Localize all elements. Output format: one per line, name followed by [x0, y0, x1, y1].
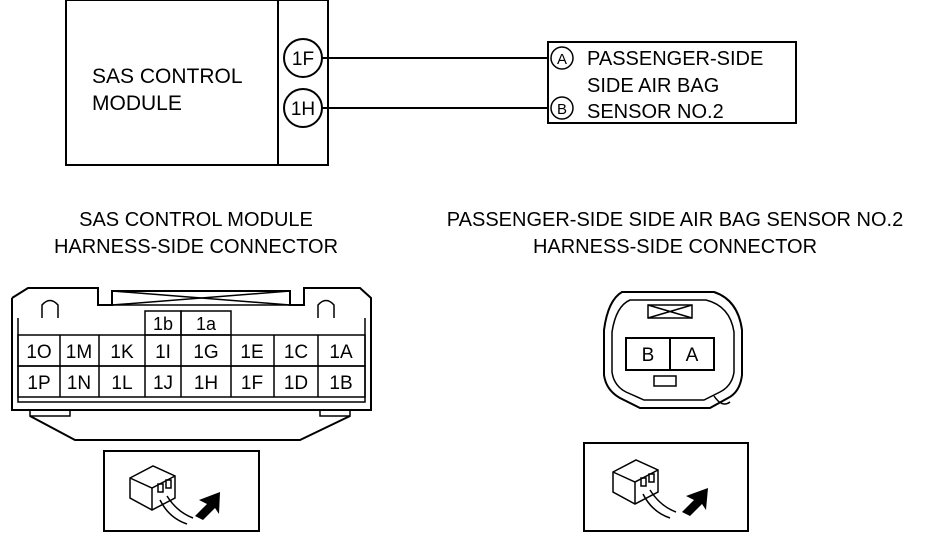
- module-cell-1j: 1J: [153, 373, 173, 394]
- module-label-line2: MODULE: [92, 92, 182, 115]
- module-pin-1f: 1F: [283, 38, 323, 78]
- module-cell-1e: 1E: [240, 342, 263, 363]
- sensor-label-line3: SENSOR NO.2: [587, 101, 724, 123]
- module-cell-1p: 1P: [27, 373, 50, 394]
- svg-text:A: A: [557, 51, 567, 68]
- sensor-connector-title-line2: HARNESS-SIDE CONNECTOR: [533, 236, 817, 258]
- module-cell-1d: 1D: [284, 373, 308, 394]
- sensor-block: A B PASSENGER-SIDE SIDE AIR BAG SENSOR N…: [547, 41, 797, 124]
- svg-text:1F: 1F: [292, 49, 314, 70]
- module-cell-1a-main: 1A: [329, 342, 353, 363]
- sensor-cell-a: A: [686, 345, 699, 366]
- module-connector-title-line1: SAS CONTROL MODULE: [79, 209, 313, 231]
- module-cell-1o: 1O: [26, 342, 51, 363]
- module-cell-1b-main: 1B: [329, 373, 352, 394]
- module-cell-1f: 1F: [241, 373, 263, 394]
- module-connector-title-line2: HARNESS-SIDE CONNECTOR: [54, 236, 338, 258]
- sensor-harness-connector: B A: [603, 291, 743, 409]
- backprobe-icon: [583, 442, 749, 532]
- svg-text:B: B: [557, 101, 567, 118]
- module-cell-1i: 1I: [155, 342, 171, 363]
- module-cell-1l: 1L: [111, 373, 132, 394]
- sensor-label-line1: PASSENGER-SIDE: [587, 48, 763, 70]
- module-cell-1n: 1N: [67, 373, 91, 394]
- sensor-connector-title-line1: PASSENGER-SIDE SIDE AIR BAG SENSOR NO.2: [447, 209, 903, 231]
- sas-control-module-block: SAS CONTROL MODULE: [65, 0, 329, 166]
- sensor-pin-b: B: [550, 96, 574, 120]
- module-cell-1g: 1G: [193, 342, 218, 363]
- module-pin-1h: 1H: [283, 88, 323, 128]
- module-cell-1c: 1C: [284, 342, 308, 363]
- sensor-label-line2: SIDE AIR BAG: [587, 75, 719, 97]
- module-harness-connector: 1b 1a 1O 1M 1K 1I 1G 1E 1C 1A 1P 1N 1L 1…: [11, 287, 372, 441]
- module-cell-1h: 1H: [194, 373, 218, 394]
- module-cell-1m: 1M: [66, 342, 92, 363]
- module-cell-1a: 1a: [196, 314, 217, 334]
- svg-text:1H: 1H: [291, 99, 315, 120]
- sensor-pin-a: A: [550, 46, 574, 70]
- module-cell-1b: 1b: [153, 314, 173, 334]
- sensor-cell-b: B: [642, 345, 655, 366]
- module-label-line1: SAS CONTROL: [92, 65, 243, 88]
- module-cell-1k: 1K: [110, 342, 134, 363]
- backprobe-icon: [103, 450, 260, 532]
